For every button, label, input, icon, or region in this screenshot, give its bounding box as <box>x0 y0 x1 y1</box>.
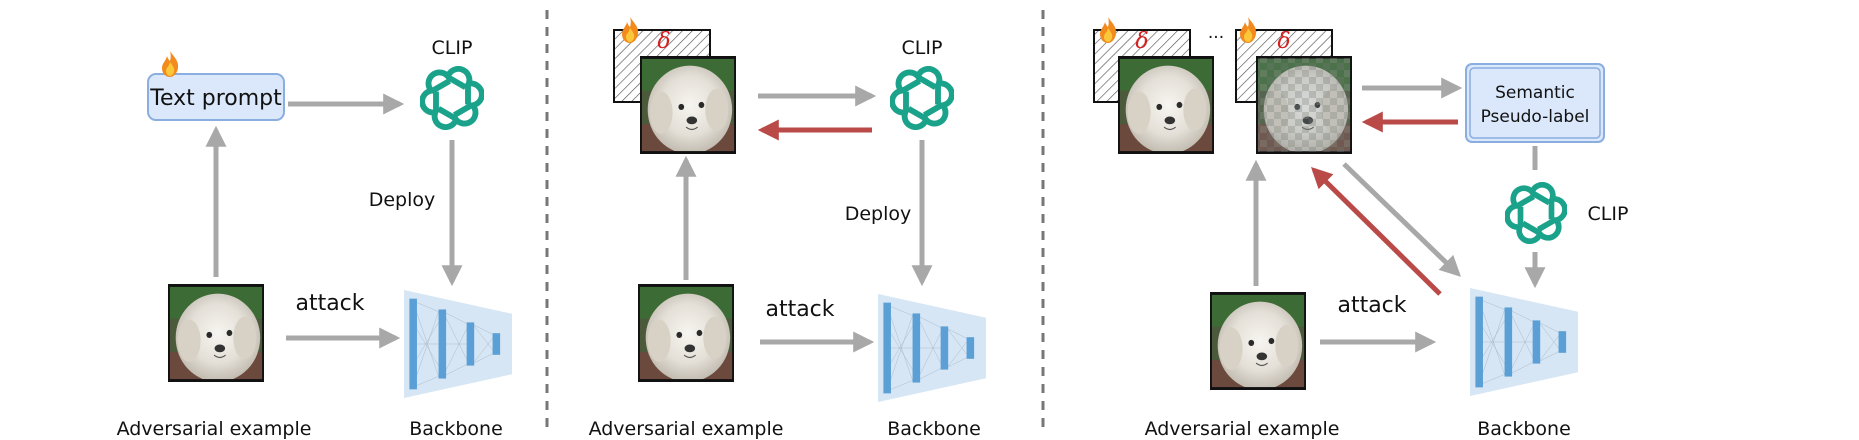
deploy-label: Deploy <box>369 189 436 211</box>
backbone-caption: Backbone <box>887 418 981 440</box>
attack-label: attack <box>1337 293 1406 318</box>
backbone-caption: Backbone <box>409 418 503 440</box>
adversarial-image <box>168 284 264 382</box>
clip-logo-icon <box>1503 184 1569 241</box>
pseudo-label-box <box>1465 63 1605 143</box>
flame-icon <box>1240 17 1257 43</box>
panel-3: δ ... δ Semantic Pseudo-label CLIP attac… <box>1093 17 1629 440</box>
adversarial-image-top <box>640 56 736 154</box>
delta-symbol: δ <box>1135 29 1148 54</box>
flame-icon <box>1100 17 1117 43</box>
ellipsis: ... <box>1208 23 1224 43</box>
backbone-caption: Backbone <box>1477 418 1571 440</box>
adversarial-image-top-2 <box>1256 56 1352 154</box>
adversarial-image-top-1 <box>1118 56 1214 154</box>
flame-icon <box>622 17 639 43</box>
image-caption: Adversarial example <box>117 418 312 440</box>
panel-2: δ CLIP Deploy attack Adversarial example… <box>589 17 987 440</box>
pseudo-label-line1: Semantic <box>1495 83 1575 103</box>
delta-symbol: δ <box>657 29 670 54</box>
attack-label: attack <box>765 297 834 322</box>
adversarial-image <box>638 284 734 382</box>
clip-logo-icon <box>418 68 486 127</box>
clip-label: CLIP <box>1588 203 1629 225</box>
arrow-backbone-to-image <box>1311 167 1442 296</box>
backbone-network <box>403 290 513 398</box>
pseudo-label-line2: Pseudo-label <box>1481 107 1590 127</box>
flame-icon <box>162 51 179 77</box>
text-prompt-box <box>147 73 285 121</box>
backbone-network <box>877 294 987 402</box>
backbone-network <box>1469 288 1579 396</box>
clip-label: CLIP <box>432 37 473 59</box>
deploy-label: Deploy <box>845 203 912 225</box>
clip-logo-icon <box>888 68 956 127</box>
attack-label: attack <box>295 291 364 316</box>
delta-symbol: δ <box>1277 29 1290 54</box>
image-caption: Adversarial example <box>589 418 784 440</box>
text-prompt-label: Text prompt <box>149 86 282 111</box>
arrow-image-to-backbone <box>1342 162 1462 277</box>
panel-1: Text prompt CLIP Deploy attack Adversari… <box>117 37 513 440</box>
image-caption: Adversarial example <box>1145 418 1340 440</box>
clip-label: CLIP <box>902 37 943 59</box>
adversarial-image <box>1210 292 1306 390</box>
